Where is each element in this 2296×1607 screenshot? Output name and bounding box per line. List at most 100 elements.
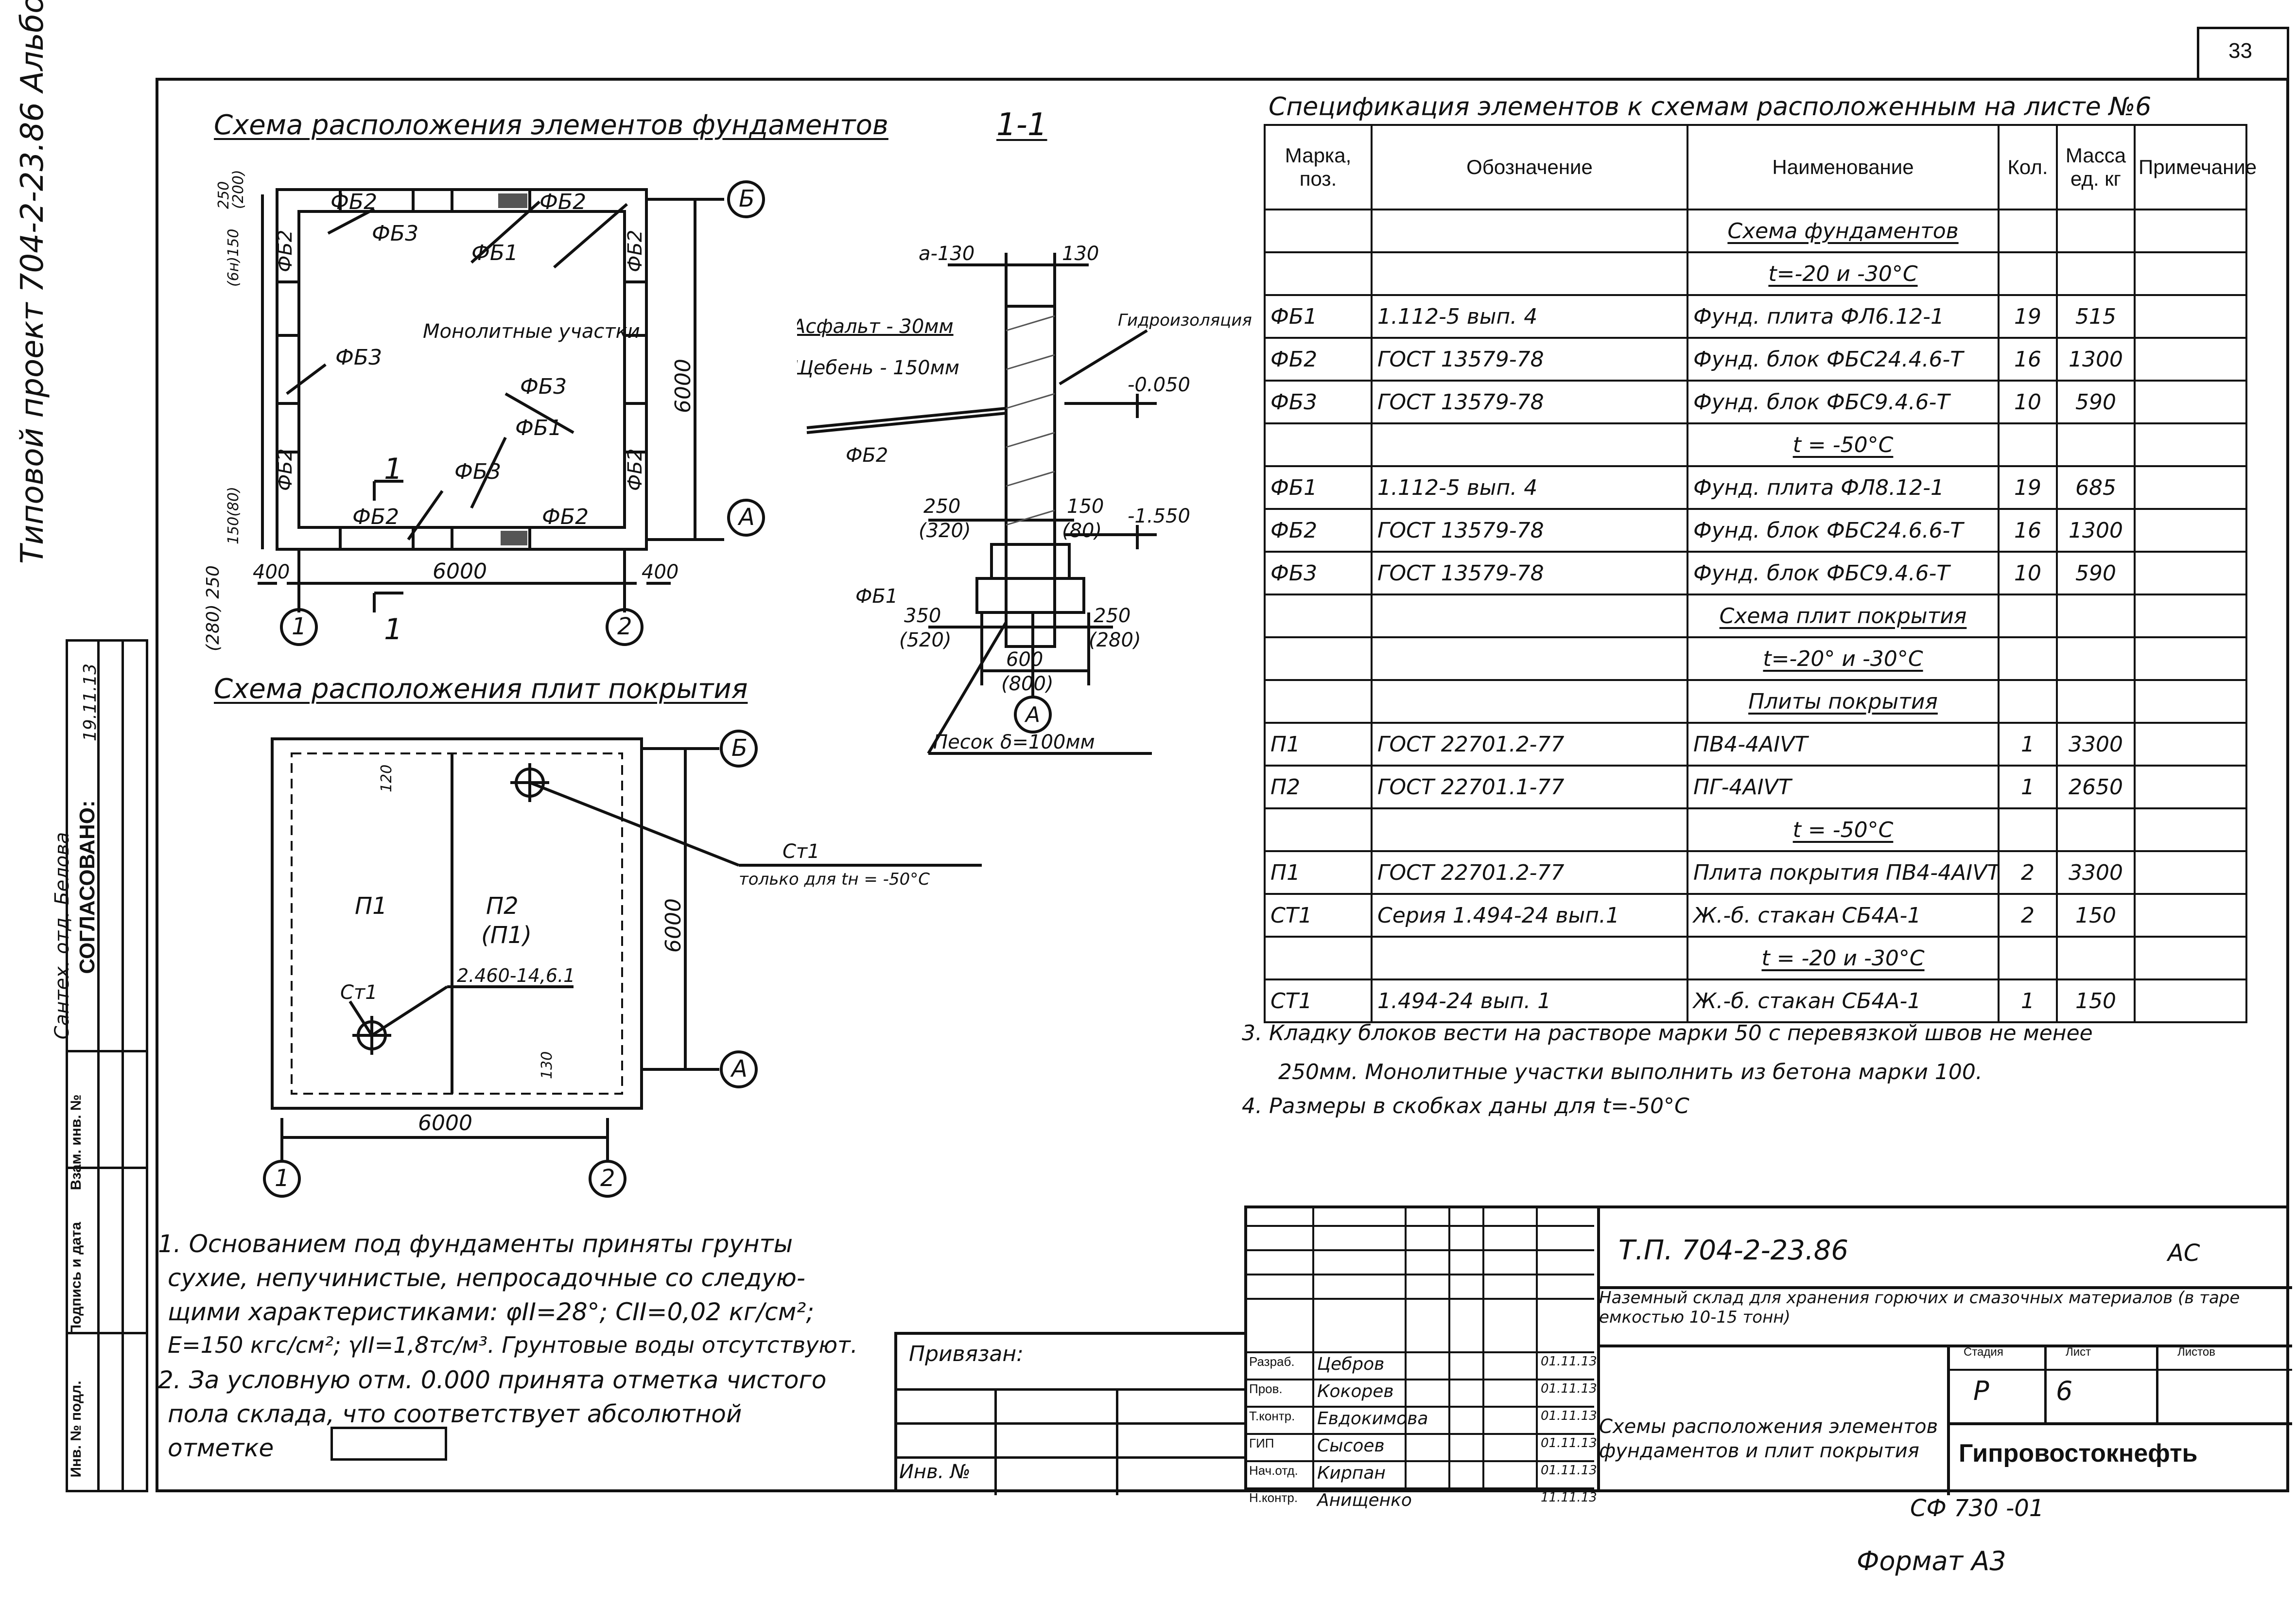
sp-dim-height: 6000 [661, 898, 686, 953]
role-name: Кирпан [1317, 1463, 1386, 1483]
fp-section-top: 1 [384, 452, 402, 486]
role-name: Евдокимова [1317, 1409, 1428, 1429]
sec-lvl-bottom: -1.550 [1128, 505, 1190, 527]
sec-d250: 250 [923, 495, 960, 518]
spec-name: Фунд. блок ФБС24.6.6-Т [1687, 508, 2000, 553]
spec-mass: 1300 [2056, 508, 2136, 553]
sec-axis: А [1024, 702, 1040, 727]
spec-name: Фунд. плита ФЛ6.12-1 [1687, 294, 2000, 339]
sp-d120: 120 [378, 765, 395, 792]
sec-lvl-top: -0.050 [1128, 374, 1190, 396]
role-title: Н.контр. [1249, 1490, 1298, 1505]
spec-section-row: Схема плит покрытия [1264, 594, 2247, 638]
role-title: Разраб. [1249, 1354, 1295, 1369]
fp-axis-b: Б [739, 185, 755, 212]
sec-d350b: (520) [899, 629, 952, 651]
note-3: 3. Кладку блоков вести на растворе марки… [1242, 1021, 2093, 1046]
fp-fb2-top-left: ФБ2 [330, 190, 377, 214]
spec-mark: ФБ3 [1264, 551, 1373, 595]
spec-section-label: t = -50°С [1687, 422, 2000, 467]
sp-axis-1: 1 [275, 1165, 290, 1192]
spec-section-row: t=-20 и -30°С [1264, 251, 2247, 296]
fp-fb3-bottom: ФБ3 [454, 459, 501, 484]
spec-designation: Серия 1.494-24 вып.1 [1371, 893, 1688, 938]
sec-d250r: 250 [1094, 605, 1131, 627]
spec-qty: 19 [1998, 294, 2058, 339]
fp-fb2-left-bottom: ФБ2 [274, 449, 296, 491]
fp-fb1-top: ФБ1 [471, 241, 518, 265]
spec-mark: ФБ1 [1264, 294, 1373, 339]
bound-label: Привязан: [909, 1342, 1024, 1366]
sec-fb2: ФБ2 [846, 444, 888, 467]
spec-qty: 1 [1998, 978, 2058, 1023]
spec-section-label: t=-20° и -30°С [1687, 636, 2000, 681]
sp-dim-width: 6000 [418, 1111, 472, 1135]
approval-strip [66, 639, 148, 1492]
spec-designation: ГОСТ 13579-78 [1371, 551, 1688, 595]
spec-section-row: Схема фундаментов [1264, 209, 2247, 253]
spec-section-label: t = -50°С [1687, 807, 2000, 852]
spec-qty: 16 [1998, 337, 2058, 382]
note-1-l4: E=150 кгс/см²; γII=1,8тс/м³. Грунтовые в… [168, 1332, 858, 1358]
spec-header-note: Примечание [2134, 124, 2257, 210]
fp-fb2-left-top: ФБ2 [274, 230, 296, 272]
sheet-value: 6 [2056, 1376, 2073, 1406]
sp-axis-a: А [730, 1055, 748, 1083]
stage-value: Р [1973, 1376, 1989, 1406]
note-1: 1. Основанием под фундаменты приняты гру… [158, 1230, 793, 1258]
label-sign-date: Подпись и дата [68, 1222, 84, 1335]
spec-mass: 150 [2056, 978, 2136, 1023]
stage-mark: АС [2168, 1240, 2200, 1267]
sheets-header: Листов [2177, 1345, 2215, 1359]
fp-fb3-right: ФБ3 [520, 374, 567, 399]
fp-axis-a: А [737, 504, 755, 531]
section-drawing: а-130 130 Асфальт - 30мм Щебень - 150мм … [797, 243, 1252, 755]
section-title: 1-1 [996, 107, 1047, 143]
spec-qty: 2 [1998, 850, 2058, 895]
org-name: Гипровостокнефть [1959, 1439, 2198, 1467]
stage-header: Стадия [1964, 1345, 2003, 1359]
spec-note [2134, 337, 2247, 382]
sec-sand: Песок δ=100мм [933, 731, 1095, 753]
fp-dim-top2: (6н)150 [225, 229, 242, 287]
bound-box [894, 1332, 1244, 1495]
spec-mark: ФБ1 [1264, 465, 1373, 510]
sp-axis-2: 2 [600, 1165, 615, 1192]
spec-name: Фунд. блок ФБС24.4.6-Т [1687, 337, 2000, 382]
spec-section-row: t = -20 и -30°С [1264, 936, 2247, 980]
object-name: Наземный склад для хранения горючих и см… [1599, 1288, 2240, 1327]
sp-p2: П2 [486, 892, 519, 920]
sec-a130: а-130 [919, 243, 974, 265]
spec-section-row: Плиты покрытия [1264, 679, 2247, 724]
sp-ct1-left: Ст1 [340, 981, 378, 1004]
spec-section-row: t = -50°С [1264, 422, 2247, 467]
fp-dim-bottom2: (280) 250 [203, 565, 223, 651]
sp-p2b: (П1) [481, 922, 532, 949]
role-name: Цебров [1317, 1354, 1385, 1374]
spec-mark: П2 [1264, 765, 1373, 809]
spec-note [2134, 380, 2247, 424]
fp-fb3-left: ФБ3 [335, 345, 382, 370]
code-below: СФ 730 -01 [1910, 1495, 2044, 1522]
spec-designation: 1.112-5 вып. 4 [1371, 294, 1688, 339]
foundation-plan-title: Схема расположения элементов фундаментов [214, 109, 888, 141]
spec-note [2134, 551, 2247, 595]
role-date: 01.11.13 [1541, 1463, 1597, 1478]
note-4: 4. Размеры в скобках даны для t=-50°С [1242, 1094, 1689, 1118]
spec-mass: 515 [2056, 294, 2136, 339]
sec-d250b: (320) [919, 520, 971, 542]
spec-note [2134, 978, 2247, 1023]
spec-section-row: t = -50°С [1264, 807, 2247, 852]
spec-name: Фунд. плита ФЛ8.12-1 [1687, 465, 2000, 510]
sheet-header: Лист [2066, 1345, 2091, 1359]
spec-name: Ж.-б. стакан СБ4А-1 [1687, 893, 2000, 938]
note-2-l3: отметке [168, 1434, 274, 1462]
spec-title: Спецификация элементов к схемам располож… [1269, 92, 2152, 122]
format-label: Формат А3 [1857, 1546, 2006, 1576]
sec-d150: 150 [1067, 495, 1104, 518]
fp-fb2-right-bottom: ФБ2 [624, 449, 646, 491]
